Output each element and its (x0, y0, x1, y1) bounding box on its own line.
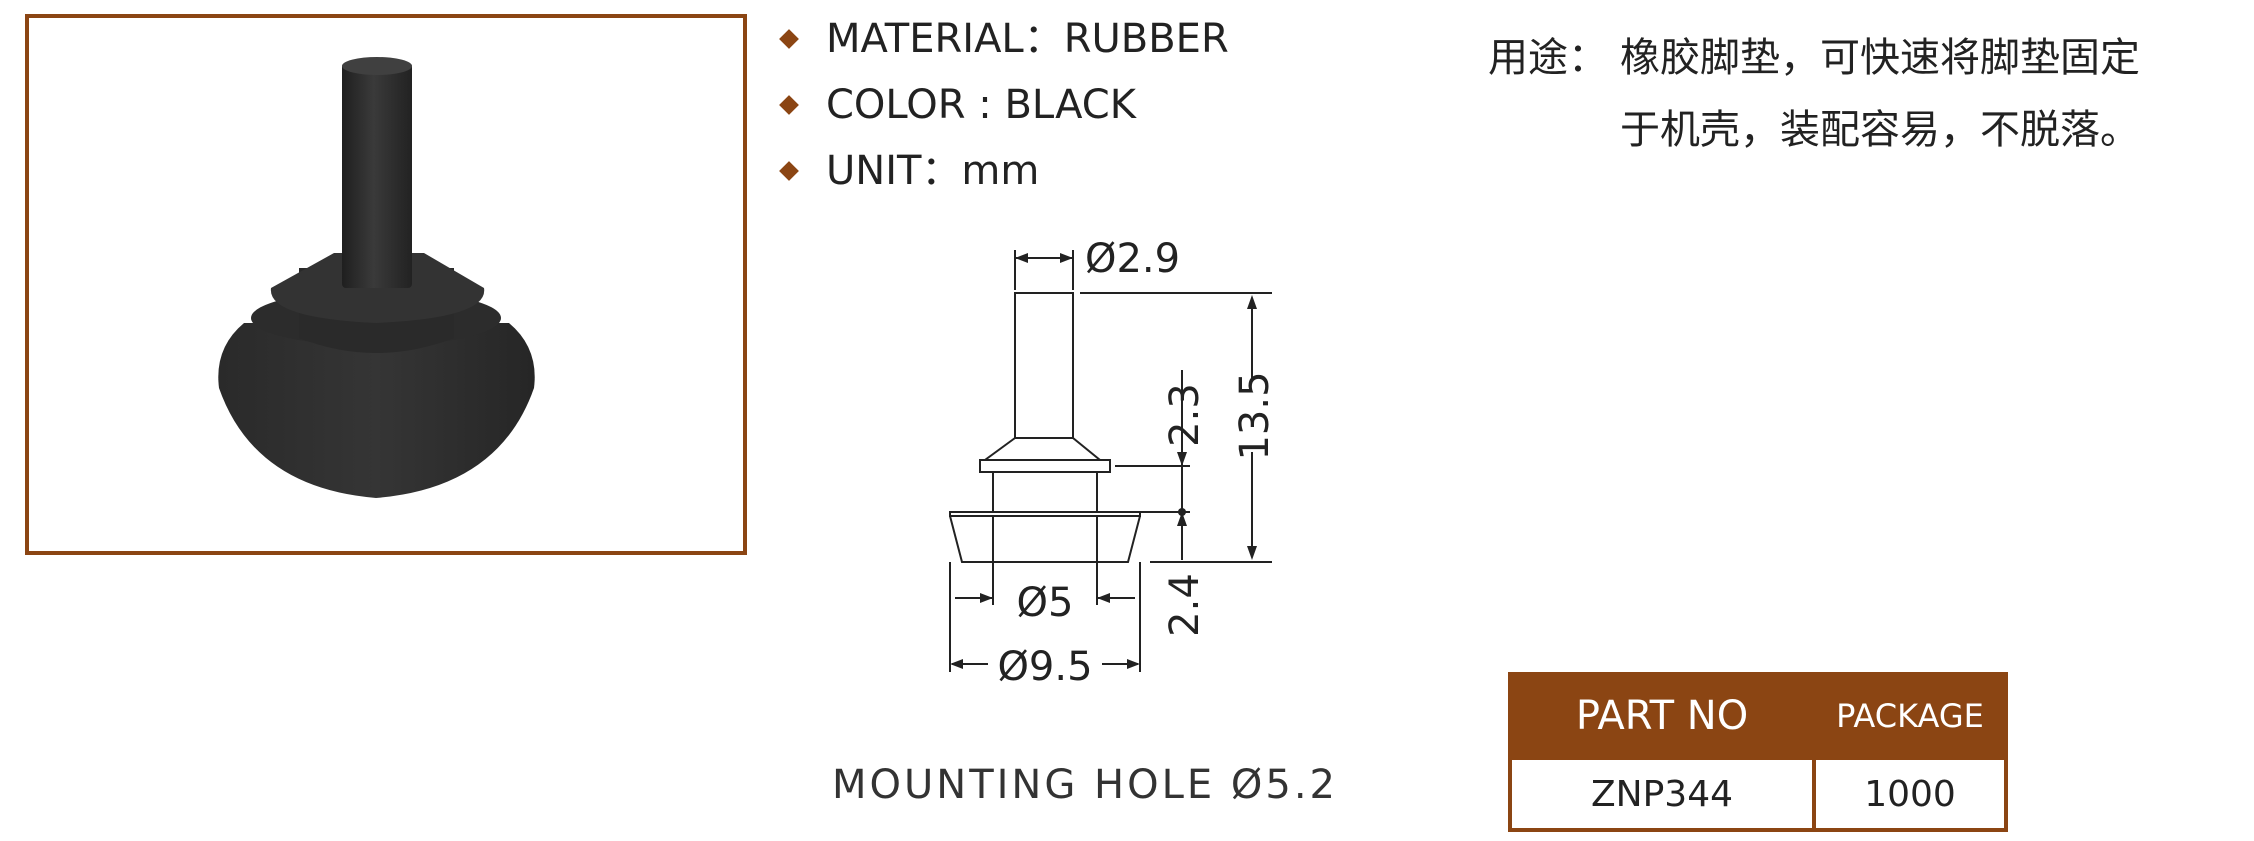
spec-list: MATERIAL：RUBBER COLOR : BLACK UNIT：mm (779, 10, 1229, 208)
diamond-bullet-icon (779, 29, 799, 49)
spec-color: COLOR : BLACK (779, 76, 1229, 142)
drawing-neck (992, 471, 1098, 513)
cell-part-no: ZNP344 (1508, 756, 1816, 832)
usage-label: 用途： (1488, 35, 1608, 81)
header-part-no: PART NO (1508, 672, 1816, 760)
dim-base-diameter: Ø9.5 (997, 644, 1092, 690)
drawing-flange (979, 459, 1111, 473)
usage-line-2: 于机壳，装配容易，不脱落。 (1620, 107, 2140, 153)
diamond-bullet-icon (779, 161, 799, 181)
rubber-foot-photo (218, 57, 535, 498)
table-header-row: PART NO PACKAGE (1508, 672, 2008, 760)
dim-total-height: 13.5 (1232, 371, 1278, 460)
part-table: PART NO PACKAGE ZNP344 1000 (1508, 672, 2008, 832)
spec-material-text: MATERIAL：RUBBER (826, 16, 1229, 62)
spec-color-text: COLOR : BLACK (826, 82, 1136, 128)
mounting-hole-note: MOUNTING HOLE Ø5.2 (832, 762, 1338, 808)
dim-shaft-diameter: Ø2.9 (1085, 236, 1180, 282)
usage-row-1: 用途： 橡胶脚垫，可快速将脚垫固定 (1488, 22, 2140, 94)
usage-line-1: 橡胶脚垫，可快速将脚垫固定 (1620, 35, 2140, 81)
spec-material: MATERIAL：RUBBER (779, 10, 1229, 76)
product-photo-frame (25, 14, 747, 555)
technical-drawing: Ø2.9 13.5 2.3 2.4 Ø5 Ø9.5 (949, 236, 1278, 690)
dim-flange-height: 2.3 (1162, 383, 1208, 447)
drawing-flange-taper (981, 437, 1103, 461)
table-row: ZNP344 1000 (1508, 756, 2008, 832)
drawing-shaft (1014, 292, 1074, 439)
usage-description: 用途： 橡胶脚垫，可快速将脚垫固定 于机壳，装配容易，不脱落。 (1488, 22, 2140, 166)
diamond-bullet-icon (779, 95, 799, 115)
cell-package: 1000 (1812, 756, 2008, 832)
dim-inner-diameter: Ø5 (1017, 580, 1074, 626)
spec-unit-text: UNIT：mm (826, 148, 1040, 194)
drawing-base-skirt (949, 515, 1141, 563)
spec-unit: UNIT：mm (779, 142, 1229, 208)
header-package: PACKAGE (1812, 672, 2008, 760)
dim-base-height: 2.4 (1162, 573, 1208, 637)
drawing-base-top (949, 511, 1141, 517)
